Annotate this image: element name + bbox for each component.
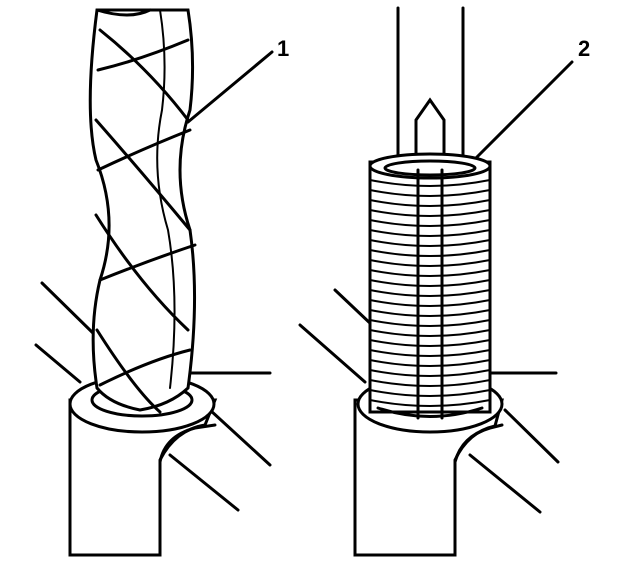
callout-1-leader (186, 50, 274, 124)
drill-bit (88, 8, 197, 414)
callout-2: 2 (474, 36, 590, 160)
thread-coils (369, 179, 491, 407)
callout-1: 1 (186, 36, 289, 124)
callout-2-label: 2 (578, 36, 590, 61)
callout-1-label: 1 (277, 36, 289, 61)
thread-insert-tool (368, 6, 492, 420)
callout-2-leader (474, 60, 574, 160)
